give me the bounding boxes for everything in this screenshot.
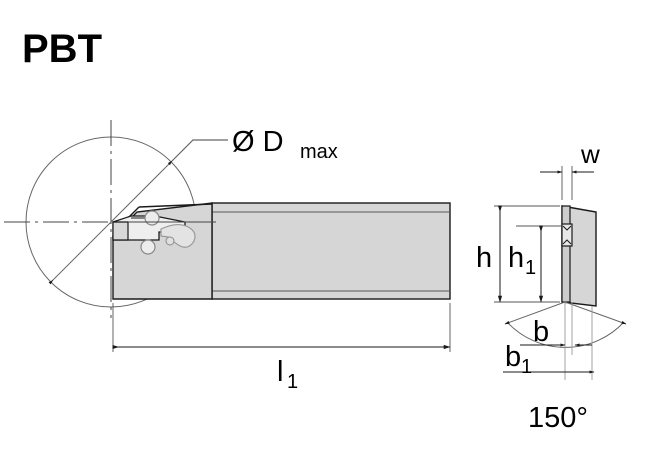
l1-subscript: 1 xyxy=(287,371,298,393)
b1-label: b xyxy=(505,341,521,373)
swing-arc-150 xyxy=(506,321,625,348)
h1-subscript: 1 xyxy=(525,257,536,279)
swing-arc-radial-right xyxy=(564,301,627,325)
end-view-insert-slot xyxy=(561,223,573,247)
end-view-side-face xyxy=(561,205,571,303)
clamp-screw-upper xyxy=(144,210,160,226)
h-label: h xyxy=(476,242,492,274)
l1-label: l xyxy=(277,356,283,388)
b1-subscript: 1 xyxy=(521,356,532,378)
end-view-slot-bottom-vee xyxy=(562,239,572,245)
angle-150-label: 150° xyxy=(528,402,588,434)
clamp-screw-lower xyxy=(140,239,156,255)
page-title: PBT xyxy=(22,27,102,71)
swing-arc-radial-left xyxy=(504,301,566,325)
shank-body xyxy=(211,202,451,300)
end-view-slot-top-vee xyxy=(562,225,572,231)
b-label: b xyxy=(533,316,549,348)
diameter-leader-line xyxy=(171,139,228,162)
insert-cutting-tip xyxy=(112,221,129,241)
w-label: w xyxy=(580,139,600,169)
diameter-max-subscript: max xyxy=(300,141,338,163)
diameter-dimension-line xyxy=(48,160,173,285)
head-top-edge xyxy=(138,203,213,208)
clamp-pin xyxy=(165,236,175,246)
h1-label: h xyxy=(508,242,524,274)
diameter-max-label: Ø D xyxy=(232,126,284,158)
